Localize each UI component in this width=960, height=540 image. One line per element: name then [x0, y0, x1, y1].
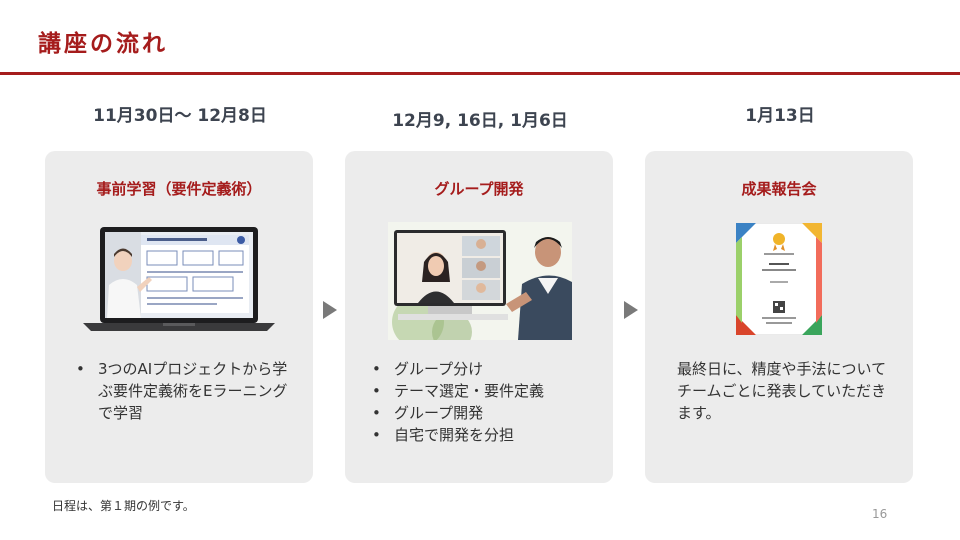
step-3-date: 1月13日: [745, 106, 815, 126]
step-3-title: 成果報告会: [741, 180, 817, 198]
video-conference-image: [388, 222, 572, 340]
step-card-final-report: 成果報告会 最終日に、精度や手法についてチームごとに発表していただきます。: [645, 151, 913, 483]
title-divider: [0, 72, 960, 75]
step-2-bullet: 自宅で開発を分担: [370, 424, 544, 446]
step-2-title: グループ開発: [434, 180, 524, 198]
step-card-prelearning: 事前学習（要件定義術） 3つのAIプロジェクトから学ぶ要件定義術をEラーニングで…: [45, 151, 313, 483]
step-2-bullet: テーマ選定・要件定義: [370, 380, 544, 402]
page-title: 講座の流れ: [38, 31, 168, 57]
step-2-date: 12月9, 16日, 1月6日: [392, 111, 568, 131]
arrow-right-icon: [624, 301, 638, 319]
step-1-date: 11月30日～ 12月8日: [93, 106, 267, 126]
page-number: 16: [872, 507, 888, 521]
step-1-title: 事前学習（要件定義術）: [96, 180, 262, 198]
certificate-image: [736, 223, 822, 335]
step-3-description: 最終日に、精度や手法についてチームごとに発表していただきます。: [677, 360, 887, 422]
step-1-bullet: 3つのAIプロジェクトから学ぶ要件定義術をEラーニングで学習: [74, 358, 294, 424]
step-2-bullet: グループ開発: [370, 402, 544, 424]
arrow-right-icon: [323, 301, 337, 319]
schedule-footnote: 日程は、第１期の例です。: [52, 499, 195, 513]
laptop-lecture-image: [83, 227, 275, 331]
step-card-group-dev: グループ開発 グループ分け テーマ選定・要件定義 グループ開発 自宅で開発を分担: [345, 151, 613, 483]
step-2-bullet: グループ分け: [370, 358, 544, 380]
